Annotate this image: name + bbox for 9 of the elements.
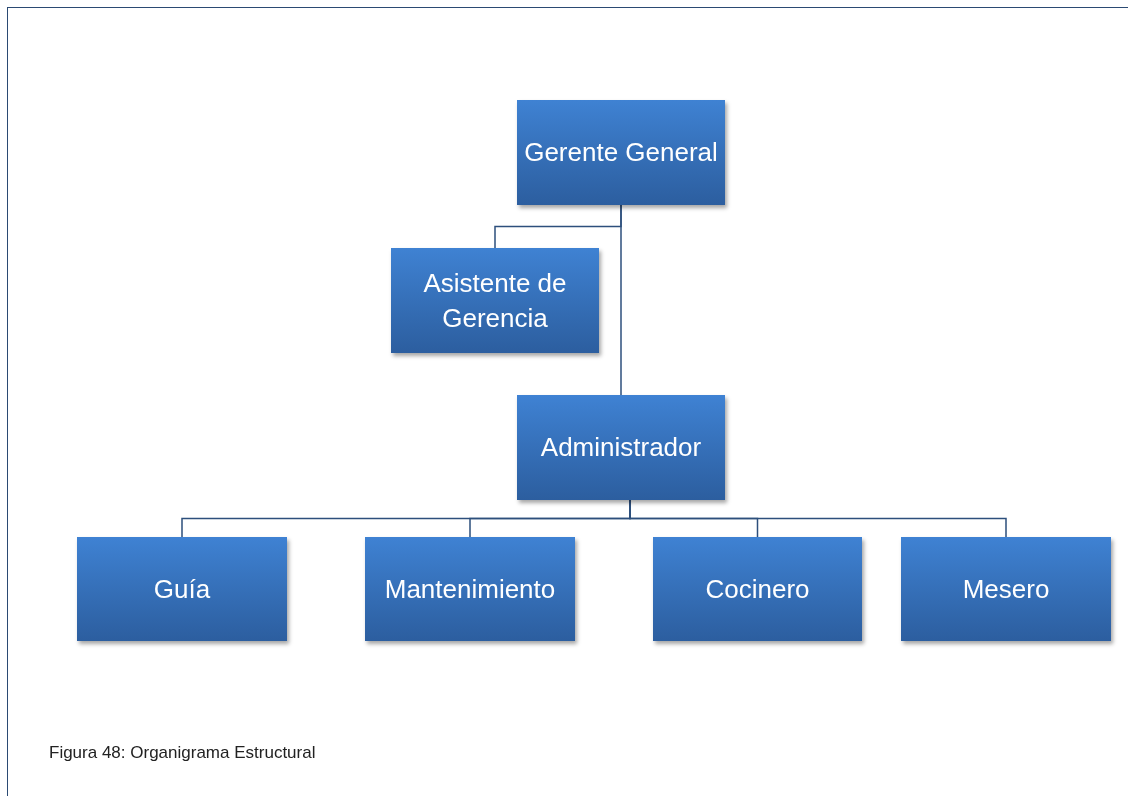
connector-line — [494, 204, 622, 249]
figure-caption: Figura 48: Organigrama Estructural — [49, 742, 316, 764]
role-box: Mesero — [901, 537, 1111, 641]
role-box: Administrador — [517, 395, 725, 500]
role-box: Mantenimiento — [365, 537, 575, 641]
role-box: Asistente de Gerencia — [391, 248, 599, 353]
role-box: Cocinero — [653, 537, 862, 641]
role-box: Gerente General — [517, 100, 725, 205]
role-box: Guía — [77, 537, 287, 641]
